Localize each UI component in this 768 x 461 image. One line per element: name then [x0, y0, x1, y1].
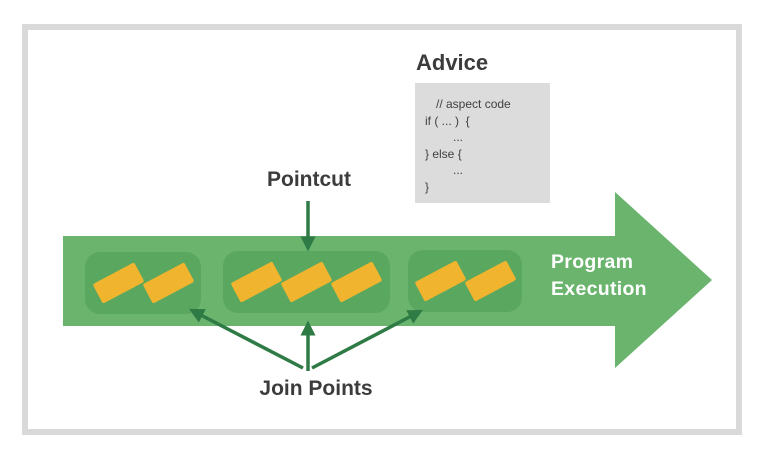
join-point-shape	[330, 261, 383, 303]
join-point-group-3	[408, 250, 522, 312]
join-point-shape	[414, 260, 466, 302]
code-line: }	[425, 179, 430, 194]
join-point-group-2	[223, 251, 390, 313]
code-line: } else {	[425, 146, 462, 161]
program-execution-line1: Program	[551, 251, 634, 273]
program-execution-label: Program Execution	[551, 249, 647, 302]
join-point-shape	[280, 261, 333, 303]
pointcut-label: Pointcut	[267, 168, 351, 191]
join-points-label: Join Points	[259, 377, 373, 400]
code-line: ...	[453, 163, 464, 177]
advice-code-box: // aspect code if ( ... ) { ... } else {…	[415, 83, 550, 203]
join-point-shape	[230, 261, 283, 303]
join-point-shape	[92, 262, 144, 304]
join-point-shape	[142, 262, 194, 304]
code-line: // aspect code	[436, 97, 511, 111]
code-line: if ( ... ) {	[425, 113, 470, 128]
advice-label: Advice	[416, 50, 489, 75]
join-point-group-1	[85, 252, 201, 314]
code-line: ...	[453, 130, 464, 144]
join-point-shape	[464, 260, 516, 302]
program-execution-line2: Execution	[551, 277, 647, 300]
diagram-frame	[22, 24, 742, 435]
